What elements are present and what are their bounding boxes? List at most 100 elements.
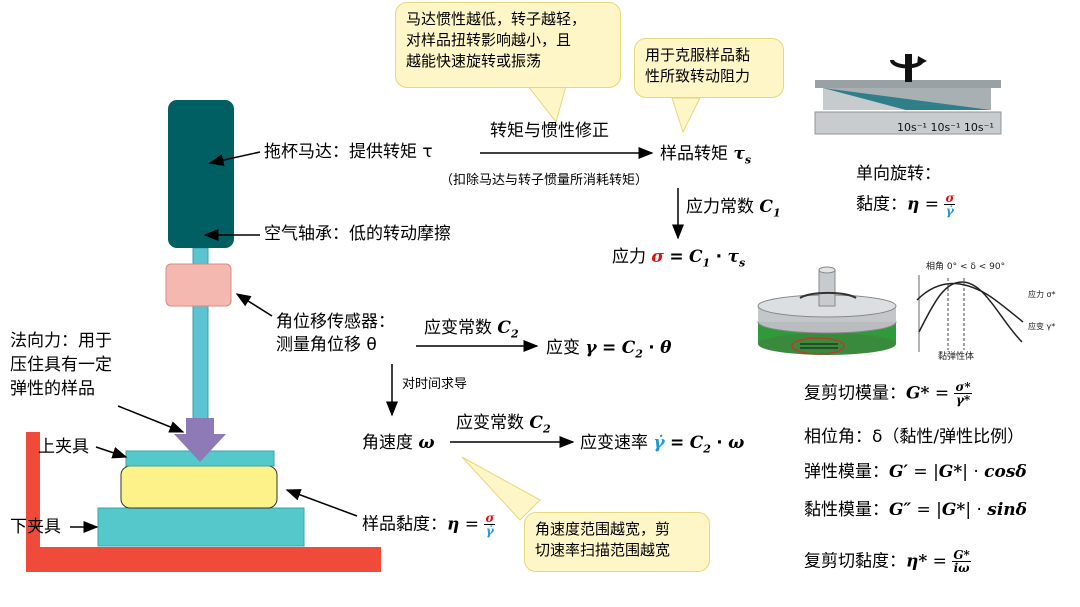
c2-symbol: C2	[497, 318, 519, 341]
base-frame-vertical	[26, 432, 40, 572]
sigma-star-symbol: σ*	[954, 380, 972, 394]
motor-label: 拖杯马达：提供转矩 τ	[264, 142, 433, 162]
c2-symbol: C2	[689, 433, 711, 456]
angular-sensor	[165, 263, 232, 307]
callout-line: 切速率扫描范围越宽	[535, 541, 671, 559]
eta-symbol: η	[907, 194, 920, 215]
sample-torque-label: 样品转矩	[660, 144, 728, 164]
shear-rate-label: 10s⁻¹	[930, 121, 961, 134]
strain-rate-label: 应变速率	[580, 433, 648, 453]
strain-constant2-label: 应变常数	[456, 413, 524, 433]
callout-line: 对样品扭转影响越小，且	[406, 31, 572, 49]
rotation-shear-diagram	[814, 54, 1002, 135]
callout-viscous-resistance: 用于克服样品黏 性所致转动阻力	[634, 38, 784, 98]
strain-formula: 应变 γ = C2 · θ	[546, 338, 672, 361]
torque-correction-label: 转矩与惯性修正	[490, 121, 609, 141]
callout-tail-motor	[526, 85, 567, 124]
complex-modulus-formula: 复剪切模量：G* = σ*γ*	[804, 380, 972, 407]
modulus-fraction: σ*γ*	[954, 380, 972, 407]
sample-pointer	[285, 489, 358, 517]
base-frame-horizontal	[26, 547, 381, 572]
viscosity-label: 黏度：	[856, 194, 907, 215]
i-omega-symbol: iω	[953, 561, 970, 575]
c2-symbol: C2	[529, 413, 551, 436]
theta-symbol: θ	[660, 338, 672, 358]
callout-line: 马达惯性越低，转子越轻，	[406, 10, 587, 28]
time-derivative-label: 对时间求导	[402, 377, 468, 392]
lower-fixture	[97, 507, 305, 547]
sigma-symbol: σ	[484, 511, 496, 525]
strain-constant-label: 应变常数	[424, 318, 492, 338]
eta-star-symbol: η*	[906, 551, 928, 572]
complex-viscosity-label: 复剪切黏度：	[804, 551, 906, 572]
stress-constant-label: 应力常数	[686, 197, 754, 217]
motor-pointer	[208, 151, 261, 166]
sensor-label-line1: 角位移传感器：	[276, 312, 395, 332]
phase-angle-label: 相位角：δ（黏性/弹性比例）	[804, 427, 1025, 447]
omega-symbol: ω	[418, 433, 435, 453]
g-double-prime-symbol: G″	[889, 500, 912, 520]
c1-symbol: C1	[689, 247, 711, 270]
lower-fixture-label: 下夹具	[10, 517, 61, 537]
callout-line: 角速度范围越宽，剪	[535, 520, 671, 538]
callout-motor-inertia: 马达惯性越低，转子越轻， 对样品扭转影响越小，且 越能快速旋转或振荡	[395, 2, 621, 88]
normal-force-line3: 弹性的样品	[10, 379, 95, 399]
sample	[120, 465, 278, 509]
normal-force-pointer	[117, 405, 185, 433]
gamma-dot-symbol: γ̇	[485, 524, 494, 538]
gamma-dot-symbol: γ̇	[945, 204, 954, 218]
angular-velocity-formula: 角速度 ω	[362, 432, 435, 454]
normal-force-line1: 法向力：用于	[10, 331, 112, 351]
complex-viscosity-formula: 复剪切黏度：η* = G*iω	[804, 548, 971, 575]
oscillation-plate-diagram	[757, 266, 897, 355]
strain-curve-label: 应变 γ*	[1028, 322, 1056, 331]
shear-rate-label: 10s⁻¹	[963, 121, 994, 134]
eta-symbol: η	[447, 514, 460, 535]
gamma-symbol: γ	[585, 338, 597, 358]
angular-velocity-label: 角速度	[362, 433, 413, 453]
shear-rate-labels: 10s⁻¹ 10s⁻¹ 10s⁻¹	[897, 117, 994, 139]
g-prime-symbol: G′	[889, 462, 909, 482]
callout-tail-rate	[461, 456, 541, 521]
sensor-pointer	[235, 293, 273, 317]
gamma-star-symbol: γ*	[955, 393, 971, 407]
c1-symbol: C1	[759, 197, 781, 220]
tau-s-symbol: τs	[727, 247, 746, 270]
callout-line: 用于克服样品黏	[645, 46, 751, 64]
strain-constant2-formula: 应变常数 C2	[456, 412, 551, 440]
callout-rate-range: 角速度范围越宽，剪 切速率扫描范围越宽	[524, 512, 710, 572]
upper-fixture-label: 上夹具	[38, 437, 89, 457]
bearing-label: 空气轴承：低的转动摩擦	[264, 224, 451, 244]
torque-correction-note: （扣除马达与转子惯量所消耗转矩）	[440, 173, 649, 188]
upper-fixture-pointer	[95, 446, 128, 459]
normal-force-arrow	[174, 418, 226, 462]
viscous-modulus-label: 黏性模量：	[804, 500, 889, 520]
shear-rate-label: 10s⁻¹	[897, 121, 927, 134]
complex-viscosity-fraction: G*iω	[952, 549, 971, 574]
callout-tail-viscous	[671, 97, 701, 134]
stress-curve-label: 应力 σ*	[1028, 290, 1056, 299]
sample-torque-formula: 样品转矩 τs	[660, 143, 751, 171]
omega-symbol: ω	[728, 433, 745, 453]
sample-viscosity-label: 样品黏度：	[362, 514, 447, 535]
normal-force-line2: 压住具有一定	[10, 355, 112, 375]
phase-sine-plot	[916, 275, 1024, 352]
unidirectional-label: 单向旋转：	[856, 164, 941, 184]
sigma-symbol: σ	[651, 247, 664, 267]
stress-formula: 应力 σ = C1 · τs	[612, 247, 746, 270]
tau-s-symbol: τs	[733, 144, 752, 167]
phase-angle-range-label: 相角 0° < δ < 90°	[926, 262, 1006, 272]
strain-constant-formula: 应变常数 C2	[424, 317, 519, 345]
callout-line: 越能快速旋转或振荡	[406, 52, 542, 70]
stress-constant-formula: 应力常数 C1	[686, 196, 781, 224]
stress-label: 应力	[612, 247, 646, 267]
complex-modulus-label: 复剪切模量：	[804, 383, 906, 404]
strain-label: 应变	[546, 338, 580, 358]
g-star-symbol: G*	[952, 548, 971, 562]
callout-line: 性所致转动阻力	[645, 67, 751, 85]
viscous-modulus-formula: 黏性模量：G″ = |G*| · sinδ	[804, 500, 1028, 520]
elastic-modulus-formula: 弹性模量：G′ = |G*| · cosδ	[804, 462, 1027, 482]
